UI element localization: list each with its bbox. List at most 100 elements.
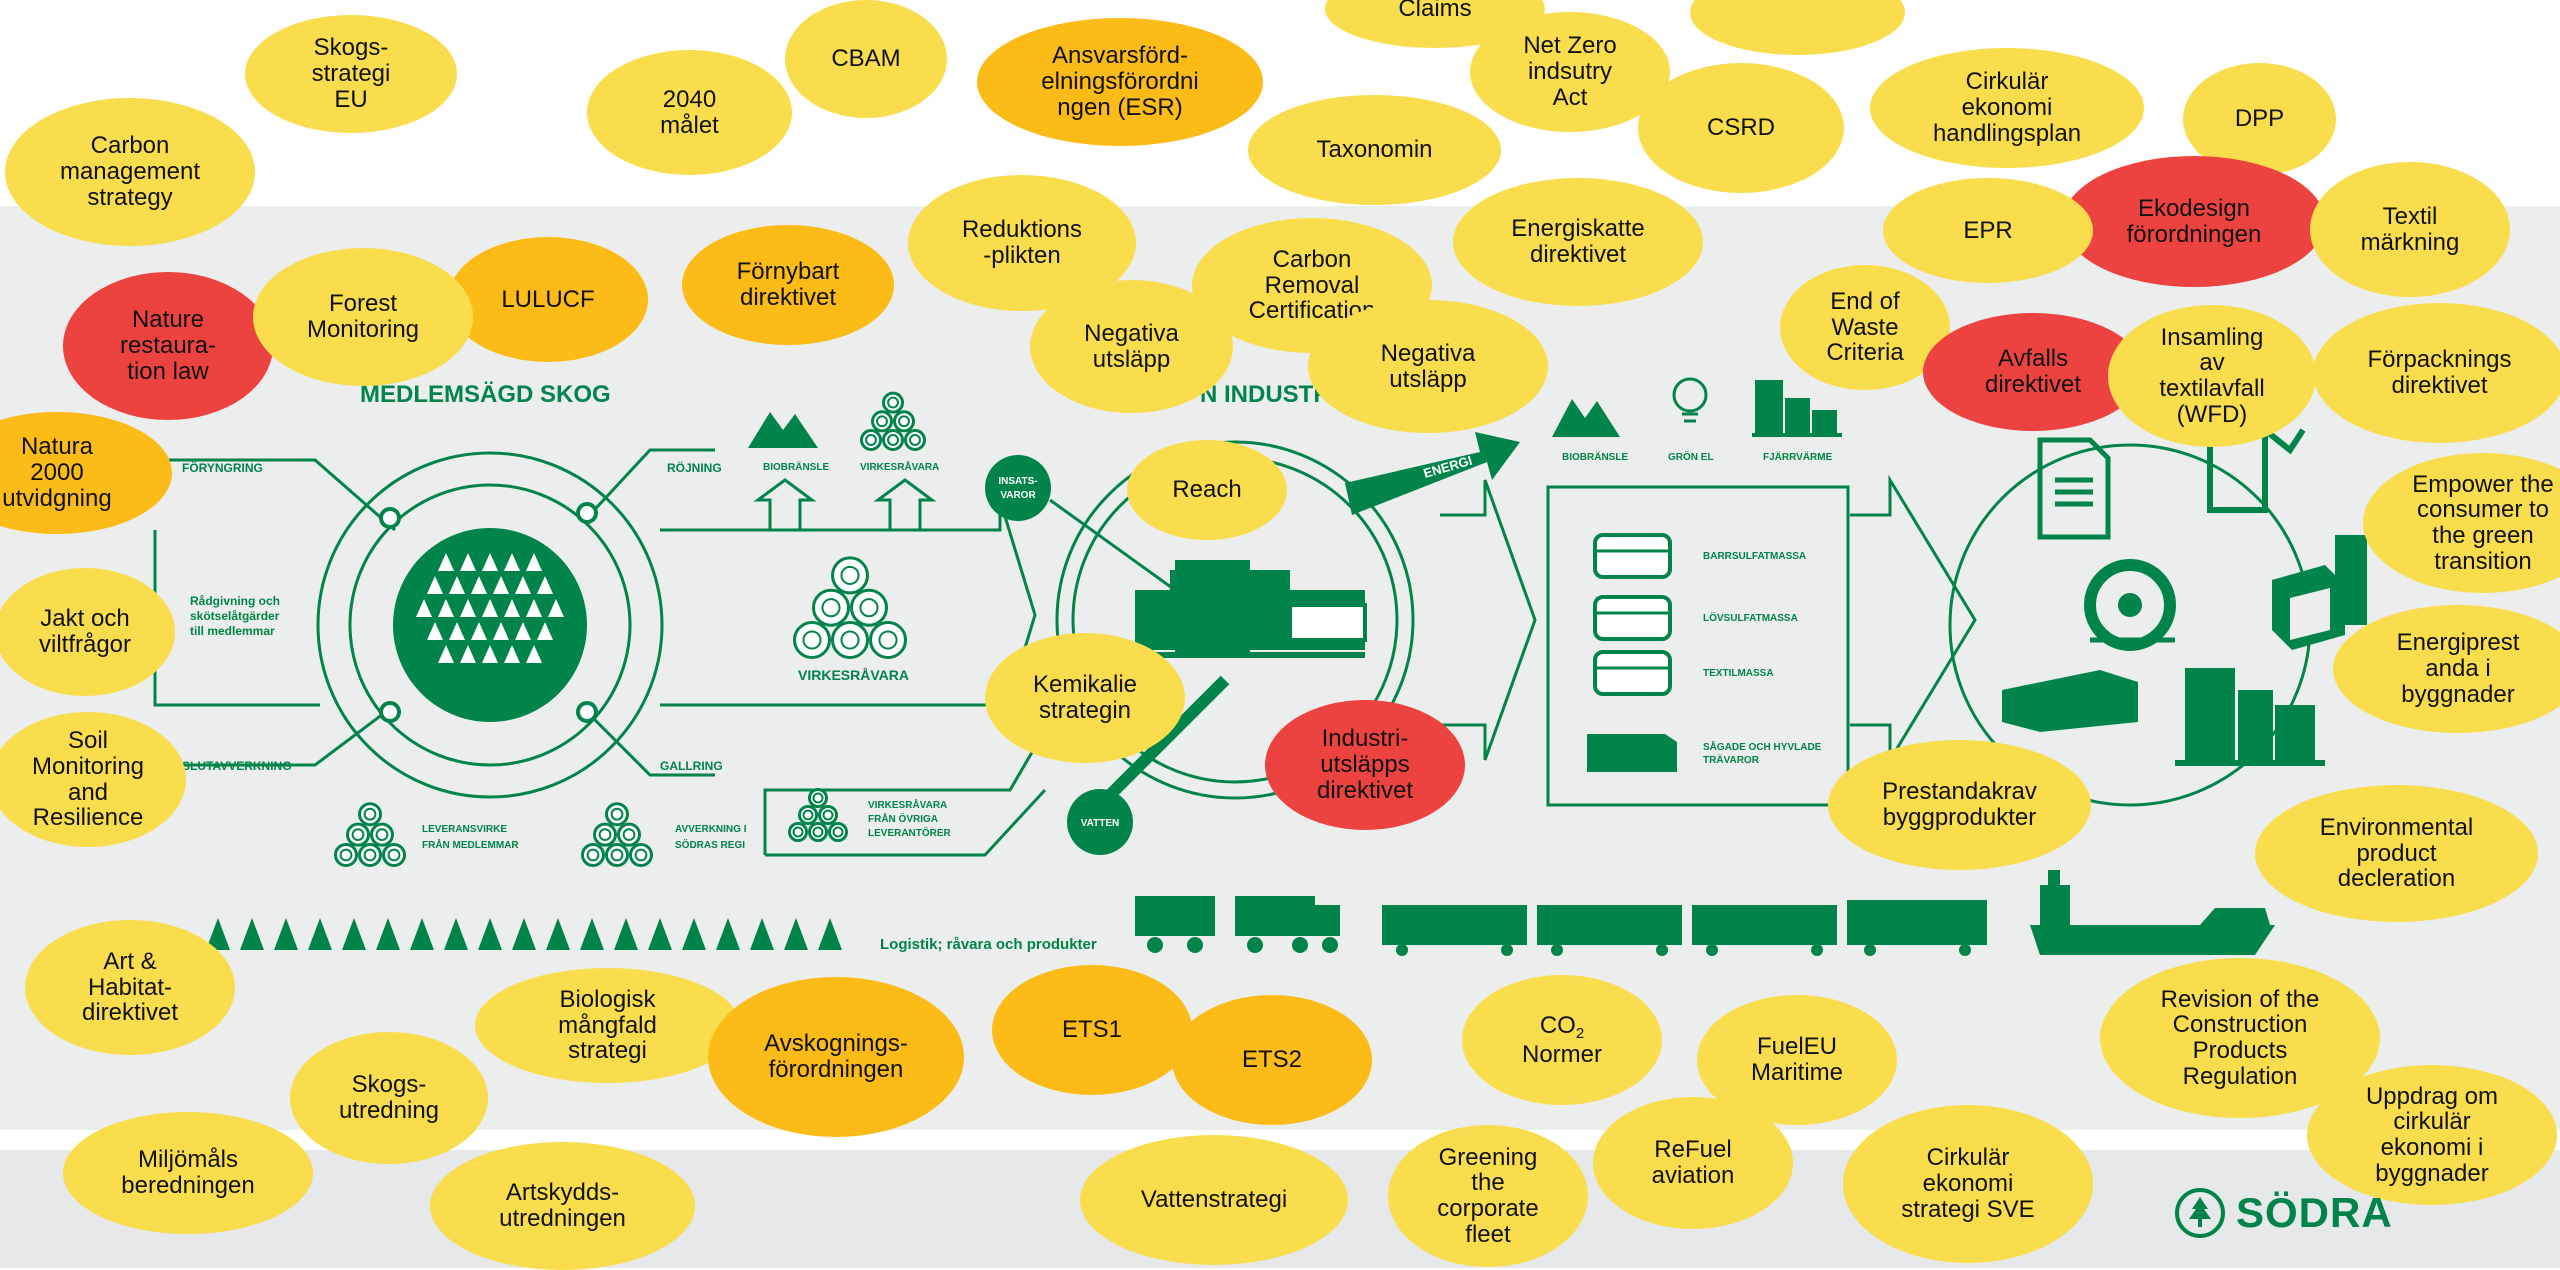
label-avverkning-2: SÖDRAS REGI <box>675 838 745 851</box>
industry-to-products-arrow <box>1440 479 1537 761</box>
log-icon <box>904 429 926 451</box>
tree-icon <box>504 645 520 663</box>
tree-icon <box>308 918 332 950</box>
products-to-market-arrow <box>1850 474 1977 766</box>
label-radgivning-3: till medlemmar <box>190 624 275 638</box>
tree-icon <box>504 599 520 617</box>
tree-icon <box>526 553 542 571</box>
mountains-icon-energy <box>1552 399 1620 437</box>
product-label: LÖVSULFATMASSA <box>1703 611 1798 624</box>
log-icon <box>370 822 394 847</box>
label-logistics: Logistik; råvara och produkter <box>880 936 1097 953</box>
tree-icon <box>614 918 638 950</box>
tree-icon <box>416 599 432 617</box>
label-energy-biobransle: BIOBRÄNSLE <box>1562 450 1628 463</box>
log-icon <box>382 843 406 867</box>
product-label: TRÄVAROR <box>1703 753 1760 766</box>
log-ring <box>812 792 824 804</box>
forest-cycle-inner-ring <box>348 483 632 767</box>
tree-icon <box>716 918 740 950</box>
log-icon <box>869 621 907 659</box>
log-ring <box>840 565 860 585</box>
product-list: BARRSULFATMASSALÖVSULFATMASSATEXTILMASSA… <box>1587 533 1822 772</box>
tree-icon <box>482 645 498 663</box>
tree-icon <box>449 576 465 594</box>
tree-icon <box>427 622 443 640</box>
train-wheel <box>1959 944 1971 956</box>
tree-icon <box>460 645 476 663</box>
log-icon <box>793 621 831 659</box>
label-virkesravara-small: VIRKESRÅVARA <box>860 460 939 473</box>
section-title-industry: N INDUSTRI <box>1200 381 1337 408</box>
train-wagon <box>1382 905 1527 945</box>
log-ring <box>802 809 814 821</box>
log-ring <box>832 826 844 838</box>
log-ring <box>339 848 353 862</box>
tree-icon <box>682 918 706 950</box>
tree-icon <box>438 599 454 617</box>
log-ring <box>887 396 899 409</box>
log-ring <box>876 415 888 428</box>
factory-icon <box>1135 560 1367 658</box>
label-foryngring: FÖRYNGRING <box>182 460 263 475</box>
log-ring <box>792 826 804 838</box>
timber-truck-icon <box>1135 896 1340 953</box>
label-gallring: GALLRING <box>660 759 723 773</box>
tree-icon <box>515 576 531 594</box>
log-icon <box>828 822 848 842</box>
lightbulb-icon <box>1672 377 1708 423</box>
tree-icon <box>537 622 553 640</box>
tree-icon <box>482 599 498 617</box>
log-ring <box>865 434 877 446</box>
log-ring <box>822 809 834 821</box>
log-icon <box>812 588 850 627</box>
tree-icon <box>460 553 476 571</box>
log-icon <box>818 805 838 825</box>
foryngring-line <box>160 458 396 532</box>
train-wheel <box>1706 944 1718 956</box>
tree-icon <box>493 576 509 594</box>
log-ring <box>363 807 377 821</box>
tree-icon <box>526 599 542 617</box>
tree-icon <box>342 918 366 950</box>
tree-icon <box>504 553 520 571</box>
tree-icon <box>537 576 553 594</box>
city-buildings-icon <box>2175 668 2325 766</box>
products-box <box>1546 485 1850 807</box>
tree-icon <box>427 576 443 594</box>
log-icon <box>629 843 653 867</box>
node-dot <box>576 502 598 524</box>
train-wheel <box>1864 944 1876 956</box>
label-vatten: VATTEN <box>1081 818 1120 829</box>
log-ring <box>802 630 822 650</box>
log-icon <box>808 822 828 842</box>
log-ring <box>909 434 921 446</box>
label-ovriga-3: LEVERANTÖRER <box>868 826 952 839</box>
log-ring <box>622 828 636 841</box>
market-icons <box>2002 423 2367 766</box>
train-wheel <box>1656 944 1668 956</box>
log-icon <box>605 843 629 867</box>
label-energy-gront-el: GRÖN EL <box>1668 450 1714 463</box>
tree-icon <box>750 918 774 950</box>
log-ring <box>634 848 648 862</box>
tree-icon <box>460 599 476 617</box>
tree-icon <box>478 918 502 950</box>
pulp-bale-icon <box>1593 650 1672 696</box>
label-radgivning-2: skötselåtgärder <box>190 609 280 623</box>
train-wheel <box>1501 944 1513 956</box>
tree-icon <box>526 645 542 663</box>
log-icon <box>334 843 358 867</box>
log-ring <box>898 415 910 428</box>
label-virkesravara: VIRKESRÅVARA <box>798 667 909 683</box>
node-dot <box>379 507 401 529</box>
tree-icon <box>515 622 531 640</box>
tree-icon <box>410 918 434 950</box>
node-dot <box>379 701 401 723</box>
tree-icon <box>444 918 468 950</box>
log-icon <box>850 588 888 627</box>
log-icon <box>358 802 382 827</box>
insatsvaror-connector <box>1049 498 1176 592</box>
log-icon <box>831 556 869 595</box>
district-heating-buildings-icon <box>1752 380 1842 437</box>
